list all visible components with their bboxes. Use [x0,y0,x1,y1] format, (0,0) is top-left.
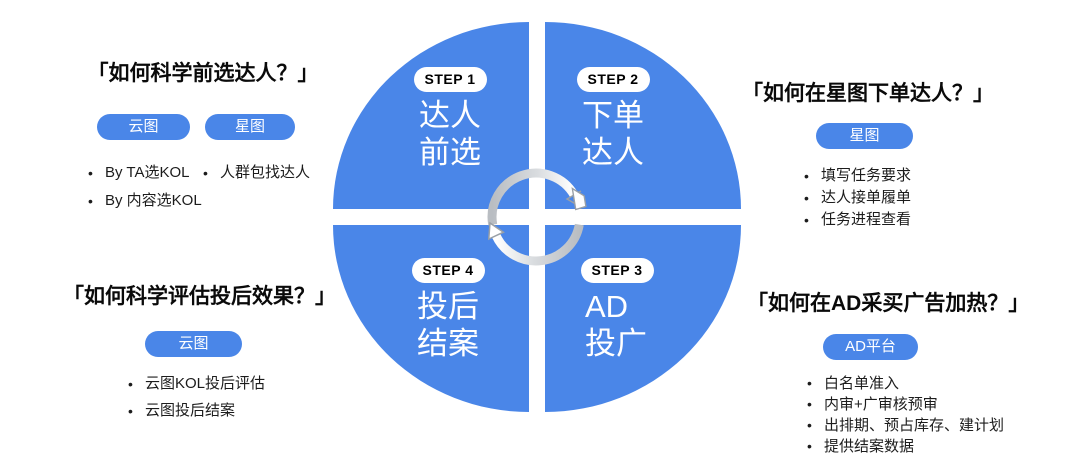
platform-badge-ad: AD平台 [823,334,918,360]
panel-title: 「如何科学前选达人？」 [87,62,319,85]
bullet-columns: By TA选KOL By 内容选KOL 人群包找达人 [63,163,343,211]
cycle-diagram: STEP 1 达人 前选 STEP 2 下单 达人 STEP 4 投后 [333,22,741,412]
bullet-column-xingtu: 人群包找达人 [203,163,310,211]
bullet-list: 填写任务要求 达人接单履单 任务进程查看 [804,166,994,230]
platform-badges-row: 云图 星图 [97,114,343,140]
quadrant-step1: STEP 1 达人 前选 [333,22,529,209]
panel-ad-heating: 「如何在AD采买广告加热？」 AD平台 白名单准入 内审+广审核预审 出排期、预… [747,290,1030,456]
panel-title: 「如何在星图下单达人？」 [742,82,994,105]
panel-title: 「如何在AD采买广告加热？」 [747,292,1030,315]
quadrant-label: 达人 前选 [419,98,481,170]
bullet-item: 达人接单履单 [804,188,994,208]
bullet-list: 白名单准入 内审+广审核预审 出排期、预占库存、建计划 提供结案数据 [807,374,1027,456]
quadrant-label: AD 投广 [585,289,647,361]
step-badge: STEP 1 [413,67,487,92]
platform-badge-yuntu: 云图 [145,331,242,357]
platform-badge-xingtu: 星图 [205,114,295,140]
step-badge: STEP 2 [576,67,650,92]
bullet-list: 云图KOL投后评估 云图投后结案 [128,374,330,421]
bullet-item: 任务进程查看 [804,210,994,230]
bullet-item: 填写任务要求 [804,166,994,186]
panel-title: 「如何科学评估投后效果？」 [63,285,336,308]
quadrant-step2: STEP 2 下单 达人 [545,22,741,209]
platform-badge-xingtu: 星图 [816,123,913,149]
panel-order-talent: 「如何在星图下单达人？」 星图 填写任务要求 达人接单履单 任务进程查看 [742,80,994,230]
bullet-item: 云图KOL投后评估 [128,374,330,394]
bullet-item: 提供结案数据 [807,437,1027,456]
panel-post-evaluation: 「如何科学评估投后效果？」 云图 云图KOL投后评估 云图投后结案 [63,283,336,421]
quadrant-label: 下单 达人 [582,98,644,170]
cycle-arrows-icon [487,168,587,266]
bullet-item: 云图投后结案 [128,401,330,421]
bullet-item: By 内容选KOL [88,191,202,211]
bullet-column-yuntu: By TA选KOL By 内容选KOL [88,163,202,211]
step-badge: STEP 4 [411,258,485,283]
bullet-item: 人群包找达人 [203,163,310,183]
bullet-item: 出排期、预占库存、建计划 [807,416,1027,435]
bullet-item: By TA选KOL [88,163,189,183]
bullet-item: 内审+广审核预审 [807,395,1027,414]
panel-pre-selection: 「如何科学前选达人？」 云图 星图 By TA选KOL By 内容选KOL 人群… [63,60,343,211]
quadrant-label: 投后 结案 [417,289,479,361]
platform-badge-yuntu: 云图 [97,114,190,140]
step-badge: STEP 3 [580,258,654,283]
bullet-item: 白名单准入 [807,374,1027,393]
